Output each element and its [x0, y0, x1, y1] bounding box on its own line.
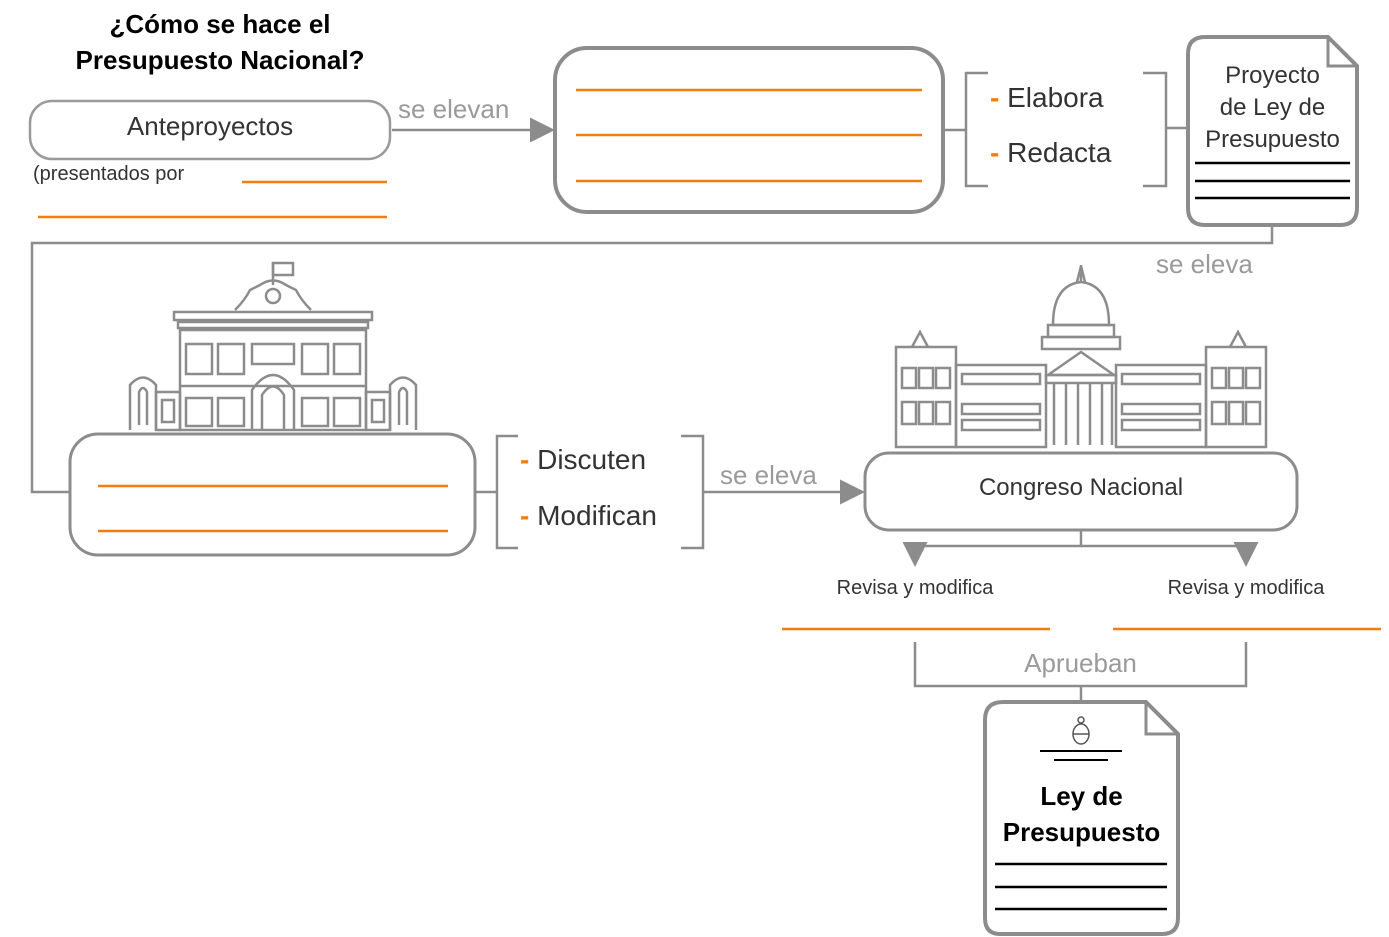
- executive-blank-box: [68, 432, 477, 557]
- congress-building-icon: [894, 265, 1268, 449]
- bracket-top-right: [1143, 71, 1168, 188]
- casa-rosada-building-icon: [128, 261, 418, 432]
- action-discuten: - Discuten: [520, 444, 646, 476]
- label-se-eleva-mid: se eleva: [720, 460, 817, 490]
- bullet-icon: -: [520, 444, 530, 475]
- connector-congreso-split-right: [1081, 542, 1259, 567]
- anteproyectos-box: [28, 99, 392, 161]
- proyecto-doc-title: Proyecto de Ley de Presupuesto: [1188, 60, 1357, 156]
- proyecto-document-shape: [1186, 35, 1359, 227]
- bullet-icon: -: [520, 500, 530, 531]
- bracket-top-left: [964, 71, 988, 188]
- proyecto-doc-line-3: Presupuesto: [1205, 126, 1340, 153]
- label-se-elevan: se elevan: [398, 94, 510, 124]
- ley-doc-line-2: Presupuesto: [1002, 817, 1161, 847]
- action-modifican-label: Modifican: [537, 500, 657, 531]
- top-blank-box: [553, 46, 945, 214]
- national-coat-of-arms-icon: [1072, 716, 1090, 745]
- action-modifican: - Modifican: [520, 500, 657, 532]
- action-elabora: - Elabora: [990, 82, 1104, 114]
- connector-doc-to-executive: [30, 225, 1274, 494]
- proyecto-document-fold: [1326, 37, 1357, 68]
- ley-doc-line-1: Ley de: [1040, 781, 1123, 811]
- bracket-mid-right: [681, 434, 705, 550]
- congreso-label: Congreso Nacional: [978, 474, 1184, 501]
- action-discuten-label: Discuten: [537, 444, 647, 475]
- anteproyectos-note: (presentados por: [33, 163, 185, 185]
- action-redacta-label: Redacta: [1007, 137, 1112, 168]
- bracket-mid-left: [495, 434, 518, 550]
- bullet-icon: -: [990, 82, 1000, 113]
- label-se-eleva-top: se eleva: [1156, 249, 1253, 279]
- anteproyectos-label: Anteproyectos: [126, 111, 294, 141]
- action-redacta: - Redacta: [990, 137, 1111, 169]
- proyecto-doc-line-2: de Ley de: [1219, 94, 1326, 121]
- ley-doc-title: Ley de Presupuesto: [985, 778, 1178, 850]
- proyecto-doc-line-1: Proyecto: [1225, 62, 1320, 89]
- ley-document-fold: [1144, 702, 1178, 736]
- page-title: ¿Cómo se hace el Presupuesto Nacional?: [75, 9, 365, 75]
- bullet-icon: -: [990, 137, 1000, 168]
- action-elabora-label: Elabora: [1007, 82, 1104, 113]
- ley-document-shape: [983, 700, 1180, 936]
- revisa-left: Revisa y modifica: [836, 577, 994, 599]
- connector-congreso-split: [902, 530, 1083, 567]
- label-aprueban: Aprueban: [1024, 648, 1137, 678]
- revisa-right: Revisa y modifica: [1167, 577, 1325, 599]
